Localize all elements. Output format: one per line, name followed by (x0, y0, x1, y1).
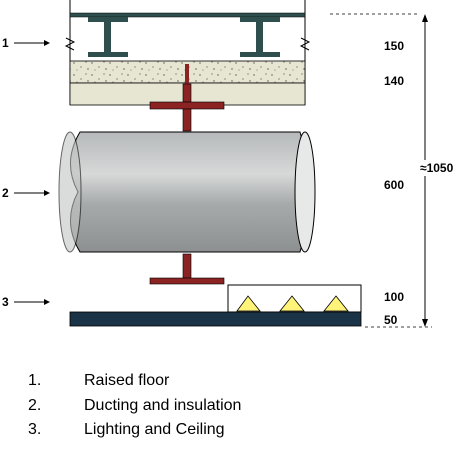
legend-item: 3. Lighting and Ceiling (0, 421, 463, 441)
section-diagram: 1 2 3 ≈1050 150 140 600 100 50 (2, 0, 463, 328)
label-3: 3 (2, 295, 9, 309)
i-beam-right (240, 17, 280, 57)
upper-hanger (149, 64, 225, 132)
dimension-values: 150 140 600 100 50 (384, 39, 404, 327)
arrow-head-2 (44, 190, 50, 196)
label-2: 2 (2, 186, 9, 200)
hanger-stem-lower (182, 253, 192, 279)
dim-label-bg (415, 160, 463, 176)
dim-total: ≈1050 (420, 161, 454, 175)
duct-end-right (294, 131, 316, 253)
break-mark-right (299, 37, 311, 51)
hanger-rod-upper (182, 83, 192, 103)
legend-text: Raised floor (84, 372, 170, 389)
legend-number: 2. (28, 397, 42, 414)
dim-600: 600 (384, 178, 404, 192)
arrow-head-1 (44, 40, 50, 46)
lower-hanger (149, 253, 225, 285)
ceiling-panel (69, 311, 362, 327)
duct-body (69, 131, 310, 253)
label-1: 1 (2, 36, 9, 50)
dim-140: 140 (384, 74, 404, 88)
duct (58, 131, 316, 253)
light-fitting-1 (236, 295, 261, 312)
lighting-ceiling (69, 284, 362, 327)
dim-150: 150 (384, 39, 404, 53)
raised-floor-assembly (64, 0, 311, 106)
label-arrows: 1 2 3 (2, 36, 50, 309)
anchor-bolt (185, 64, 189, 84)
i-beam-left (88, 17, 128, 57)
break-mark-left (64, 37, 76, 51)
dim-100: 100 (384, 290, 404, 304)
legend-item: 1. Raised floor (0, 372, 463, 392)
top-floor-plate (69, 12, 306, 18)
hanger-plate-lower (149, 277, 225, 285)
dim-arrow-top (422, 14, 428, 22)
legend-item: 2. Ducting and insulation (0, 397, 463, 417)
legend-number: 1. (28, 372, 42, 389)
legend-number: 3. (28, 421, 42, 438)
legend-text: Lighting and Ceiling (84, 421, 225, 438)
light-fitting-3 (323, 295, 349, 312)
dim-50: 50 (384, 313, 398, 327)
hanger-plate-upper (149, 101, 225, 110)
light-fitting-2 (279, 295, 305, 312)
duct-end-left (58, 131, 82, 253)
legend-text: Ducting and insulation (84, 397, 242, 414)
arrow-head-3 (44, 299, 50, 305)
dim-arrow-bottom (422, 319, 428, 327)
hanger-stem-upper (182, 108, 192, 132)
dimension-line: ≈1050 (330, 13, 463, 328)
